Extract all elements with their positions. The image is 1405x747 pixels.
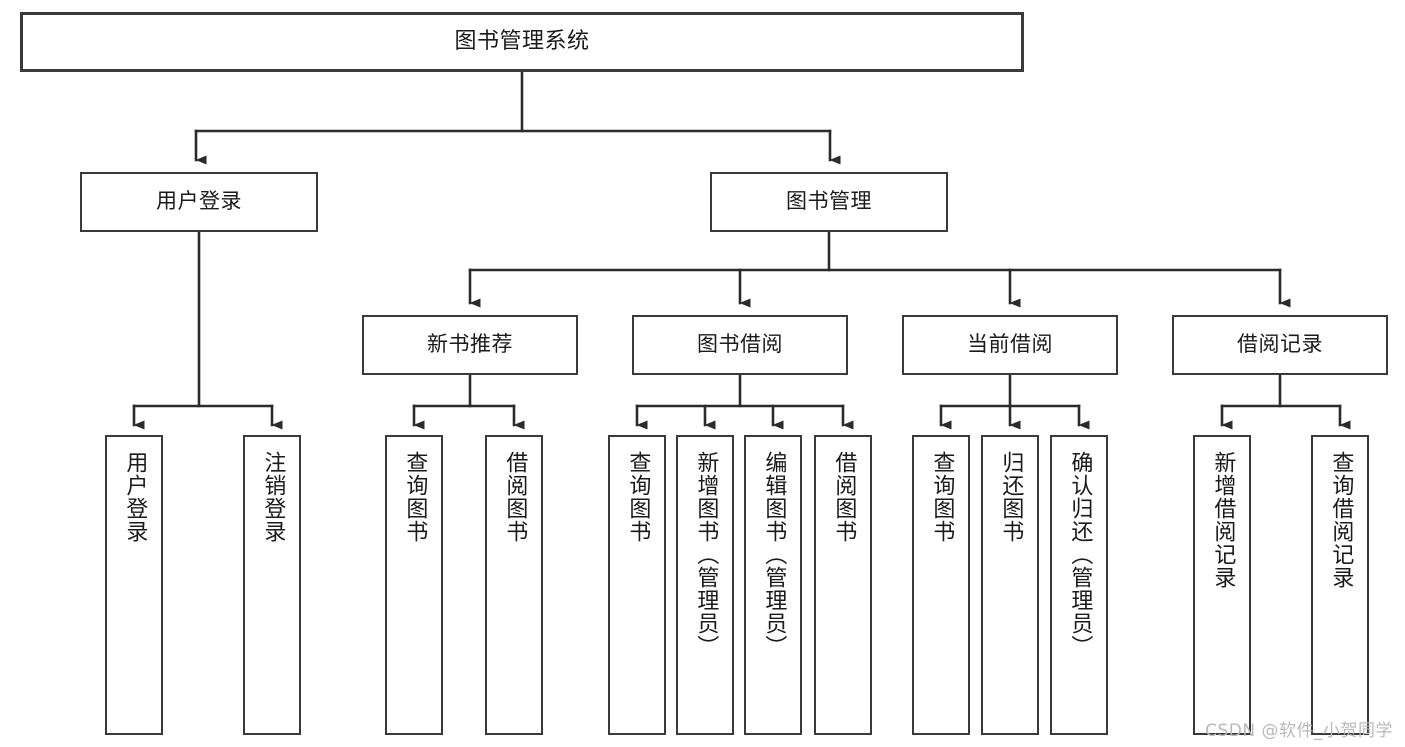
node-leaf-edit-book-label: 编辑图书（管理员） [761,451,787,658]
watermark-text: CSDN @软件_小贺同学 [1205,721,1393,741]
node-leaf-borrow-book-2[interactable]: 借阅图书 [814,435,872,735]
node-leaf-confirm-return[interactable]: 确认归还（管理员） [1050,435,1108,735]
node-book-manage-label: 图书管理 [786,189,872,214]
node-root[interactable]: 图书管理系统 [20,12,1024,72]
node-leaf-user-login[interactable]: 用户登录 [105,435,163,735]
node-leaf-query-book-1[interactable]: 查询图书 [385,435,443,735]
node-book-manage[interactable]: 图书管理 [710,172,948,232]
node-leaf-query-book-1-label: 查询图书 [402,451,428,543]
node-book-borrow[interactable]: 图书借阅 [632,315,848,375]
node-new-book-recommend-label: 新书推荐 [427,332,513,357]
node-leaf-query-record[interactable]: 查询借阅记录 [1311,435,1369,735]
node-current-borrow[interactable]: 当前借阅 [902,315,1118,375]
node-leaf-query-book-3[interactable]: 查询图书 [912,435,970,735]
node-leaf-return-book-label: 归还图书 [998,451,1024,543]
node-leaf-query-book-3-label: 查询图书 [929,451,955,543]
node-leaf-add-book-label: 新增图书（管理员） [693,451,719,658]
node-leaf-user-login-label: 用户登录 [122,451,148,543]
node-leaf-add-book[interactable]: 新增图书（管理员） [676,435,734,735]
node-leaf-add-record-label: 新增借阅记录 [1210,451,1236,589]
node-leaf-confirm-return-label: 确认归还（管理员） [1067,451,1093,658]
node-leaf-return-book[interactable]: 归还图书 [981,435,1039,735]
node-current-borrow-label: 当前借阅 [967,332,1053,357]
node-book-borrow-label: 图书借阅 [697,332,783,357]
node-leaf-add-record[interactable]: 新增借阅记录 [1193,435,1251,735]
node-leaf-borrow-book-1-label: 借阅图书 [502,451,528,543]
node-user-login-label: 用户登录 [156,189,242,214]
node-leaf-edit-book[interactable]: 编辑图书（管理员） [744,435,802,735]
node-leaf-borrow-book-2-label: 借阅图书 [831,451,857,543]
node-leaf-query-book-2-label: 查询图书 [625,451,651,543]
node-leaf-borrow-book-1[interactable]: 借阅图书 [485,435,543,735]
node-root-label: 图书管理系统 [454,28,590,54]
node-user-login[interactable]: 用户登录 [80,172,318,232]
node-leaf-user-logout-label: 注销登录 [260,451,286,543]
node-leaf-user-logout[interactable]: 注销登录 [243,435,301,735]
node-borrow-record[interactable]: 借阅记录 [1172,315,1388,375]
node-leaf-query-record-label: 查询借阅记录 [1328,451,1354,589]
node-borrow-record-label: 借阅记录 [1237,332,1323,357]
node-leaf-query-book-2[interactable]: 查询图书 [608,435,666,735]
node-new-book-recommend[interactable]: 新书推荐 [362,315,578,375]
